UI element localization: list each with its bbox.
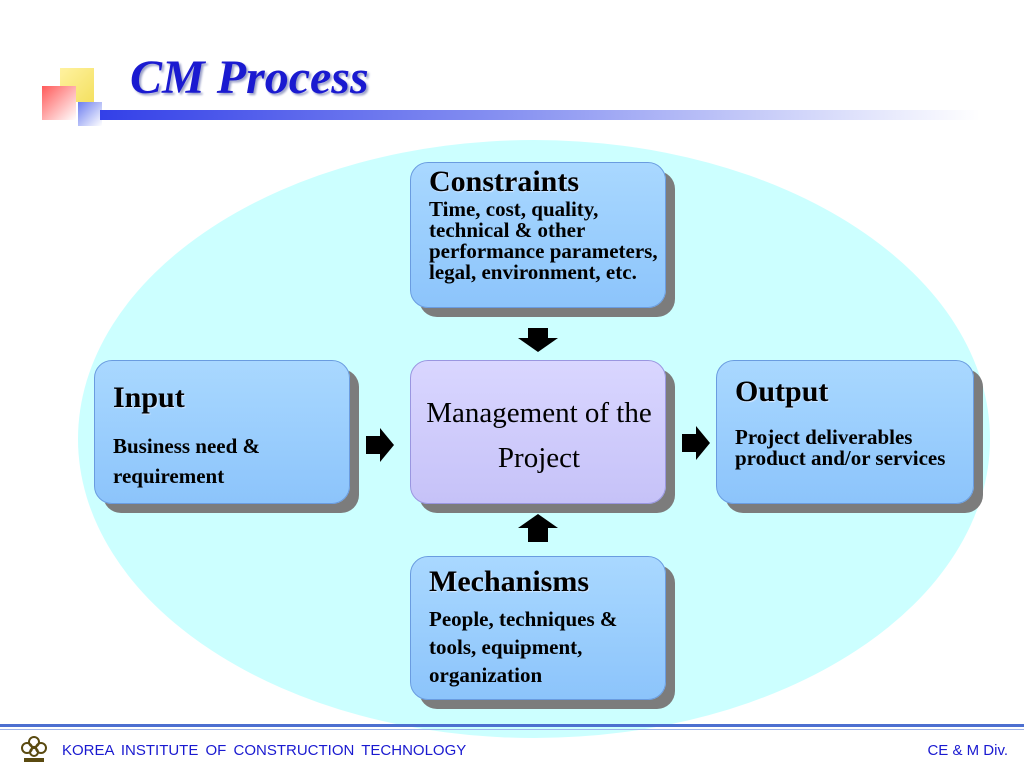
management-body: Management of the Project (426, 397, 652, 474)
footer-organization: KOREA INSTITUTE OF CONSTRUCTION TECHNOLO… (62, 742, 467, 759)
arrow-right-icon (682, 426, 710, 460)
input-box: Input Business need & requirement (94, 360, 350, 504)
output-body: Project deliverables product and/or serv… (735, 425, 946, 470)
input-body: Business need & requirement (113, 434, 261, 488)
arrow-up-icon (518, 514, 558, 542)
input-title: Input (113, 381, 185, 414)
output-box: Output Project deliverables product and/… (716, 360, 974, 504)
title-underline-bar (100, 110, 980, 120)
footer-divider (0, 724, 1024, 727)
mechanisms-body: People, techniques & tools, equipment, o… (429, 607, 618, 687)
management-box: Management of the Project (410, 360, 666, 504)
footer-divider-thin (0, 729, 1024, 730)
footer-division: CE & M Div. (927, 742, 1008, 759)
constraints-box: Constraints Time, cost, quality, technic… (410, 162, 666, 308)
constraints-title: Constraints (429, 165, 580, 198)
arrow-down-icon (518, 328, 558, 352)
institute-logo-icon (21, 736, 47, 762)
mechanisms-box: Mechanisms People, techniques & tools, e… (410, 556, 666, 700)
slide-title: CM Process (130, 51, 369, 104)
header-decoration-blue (78, 102, 102, 126)
mechanisms-title: Mechanisms (429, 565, 589, 598)
arrow-right-icon (366, 428, 394, 462)
constraints-body: Time, cost, quality, technical & other p… (429, 197, 658, 284)
output-title: Output (735, 375, 829, 408)
header-decoration-red (42, 86, 76, 120)
